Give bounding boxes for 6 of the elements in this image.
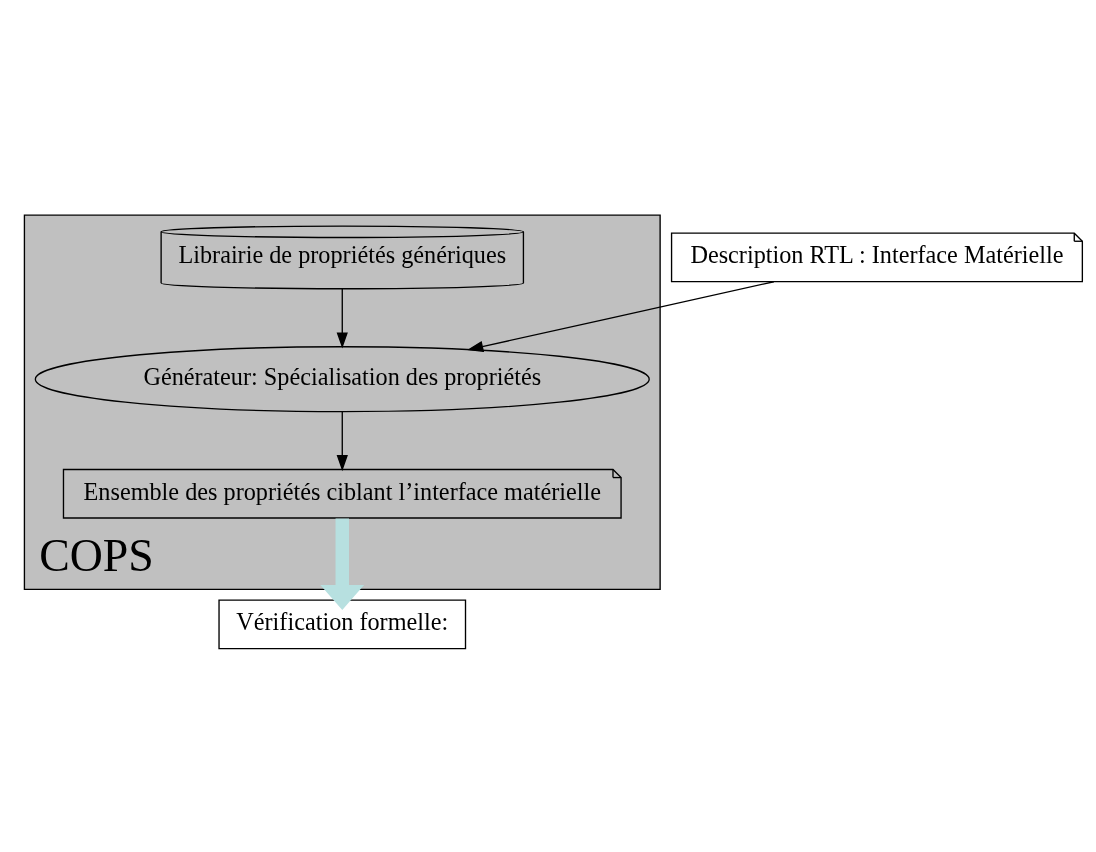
arrow [467,280,775,352]
node-box: Vérification formelle: [218,598,467,649]
arrow [336,287,348,349]
arrow [336,410,348,471]
node-ellipse: Générateur: Spécialisation des propriétés [34,345,650,412]
arrow [320,518,365,610]
